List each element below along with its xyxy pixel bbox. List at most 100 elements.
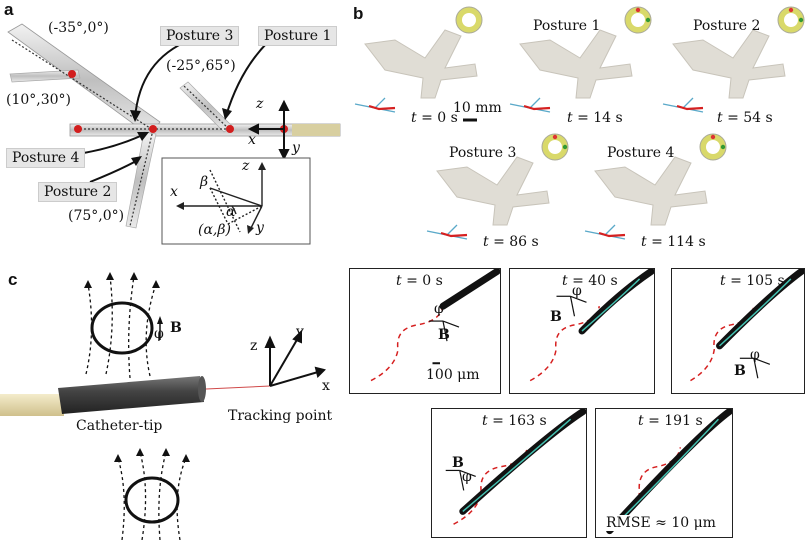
upper-coil <box>90 301 154 355</box>
panel-b: b Posture 1 Posture 2 Posture 3 Posture … <box>345 0 807 258</box>
lower-coil <box>124 476 180 524</box>
coil-ring-center <box>548 140 562 154</box>
vessel-sketch <box>509 97 551 113</box>
joint-dot <box>226 125 234 133</box>
d-frame-2: t = 105 s B φ <box>671 268 805 394</box>
ring-dot <box>552 134 558 140</box>
d-frame-0: t = 0 s B φ 100 μm <box>349 268 501 394</box>
frame-time: t = 0 s <box>396 273 443 289</box>
frame-time: t = 54 s <box>717 110 773 126</box>
phi-label: φ <box>434 301 444 317</box>
rmse-label: RMSE ≈ 10 μm <box>606 515 716 531</box>
posture2-dotted-line <box>129 129 154 227</box>
joint-dot <box>74 125 82 133</box>
arrow-posture2 <box>89 159 139 183</box>
d-frame-1: t = 40 s B φ <box>509 268 655 394</box>
vessel-phantom <box>519 29 633 99</box>
catheter-body <box>439 269 500 310</box>
vessel-phantom <box>594 156 708 226</box>
posture1-tag: Posture 1 <box>258 26 338 46</box>
target-path <box>529 306 601 382</box>
catheter-path-trace <box>368 104 396 111</box>
vessel-phantom <box>436 156 550 226</box>
phi-label: φ <box>462 469 472 485</box>
vessel-phantom <box>364 29 478 99</box>
field-arrow <box>569 296 576 317</box>
ring-dot <box>562 144 568 150</box>
catheter-body <box>578 269 654 335</box>
catheter-tip <box>58 376 204 414</box>
ring-dot <box>798 17 804 23</box>
tracked-trajectory <box>462 418 572 512</box>
inset-pair: (α,β) <box>198 222 231 238</box>
angle-inset-diagram <box>180 166 263 233</box>
axis-z-label: z <box>250 338 258 354</box>
joint-dot <box>68 70 76 78</box>
vessel-sketch <box>662 97 704 113</box>
field-arrow <box>753 357 771 365</box>
tracked-trajectory <box>581 278 641 332</box>
catheter-body <box>459 409 586 515</box>
posture3-tag: Posture 3 <box>160 26 240 46</box>
frame-time: t = 86 s <box>483 234 539 250</box>
posture2-tag: Posture 2 <box>38 182 118 202</box>
posture4-tag: Posture 4 <box>6 148 86 168</box>
tracked-trajectory <box>719 278 792 347</box>
field-arrow <box>459 469 476 478</box>
d-frame-3: t = 163 s B φ <box>431 408 587 538</box>
axis-y-label: y <box>296 324 304 340</box>
joint-dot <box>149 125 157 133</box>
tracking-line <box>205 385 271 390</box>
catheter-path-trace <box>598 231 626 238</box>
coil-ring-center <box>462 13 476 27</box>
vessel-sketch <box>354 97 396 113</box>
phi-label: φ <box>750 347 760 363</box>
axis-x-label: x <box>248 132 256 148</box>
panel-a-illustration <box>7 23 341 245</box>
panel-a: a (-35°,0°) (10°,30°) (-25°,65°) (75°,0°… <box>0 0 345 260</box>
tracking-point-label: Tracking point <box>228 408 333 424</box>
ring-dot <box>788 7 794 13</box>
coil-ring-center <box>631 13 645 27</box>
panel-d: d t = 0 s B φ 100 μm t = 40 s B φ t = 10… <box>345 262 807 540</box>
catheter-rod-end <box>292 124 340 136</box>
inset-z: z <box>242 158 250 174</box>
frame-time: t = 14 s <box>567 110 623 126</box>
d-frame-4: t = 191 s RMSE ≈ 10 μm <box>595 408 733 538</box>
inset-beta: β <box>200 174 209 190</box>
phi-label: φ <box>572 283 582 299</box>
catheter-tube <box>0 394 64 416</box>
catheter-tip-label: Catheter-tip <box>76 418 163 434</box>
posture3-dotted-line <box>11 39 151 129</box>
phi-label: φ <box>154 326 164 342</box>
coil-ring-center <box>706 140 720 154</box>
panel-a-label: a <box>4 0 14 19</box>
field-arrow <box>442 320 448 342</box>
coil-ring-center <box>784 13 798 27</box>
frame-time: t = 40 s <box>562 273 618 289</box>
frame-posture-label: Posture 2 <box>693 18 761 34</box>
vessel-phantom <box>672 29 786 99</box>
ring-dot <box>720 144 726 150</box>
scale-bar-label: 100 μm <box>426 367 480 383</box>
vessel-sketch <box>584 224 626 240</box>
upper-field-lines <box>85 275 157 379</box>
ring-dot <box>710 134 716 140</box>
panel-c-illustration <box>0 272 326 540</box>
frame-posture-label: Posture 3 <box>449 145 517 161</box>
posture-left-branch <box>9 69 81 83</box>
vessel-sketch <box>426 224 468 240</box>
field-arrow <box>570 295 587 303</box>
catheter-path-trace <box>440 231 468 238</box>
frame-time: t = 105 s <box>720 273 785 289</box>
field-b-label: B <box>438 327 450 343</box>
angle-label-top: (-35°,0°) <box>48 20 109 36</box>
frame-posture-label: Posture 4 <box>607 145 675 161</box>
panel-b-illustration <box>354 6 805 240</box>
axis-y-label: y <box>292 140 300 156</box>
scale-bar-label: 10 mm <box>453 100 502 116</box>
catheter-path-trace <box>523 104 551 111</box>
panel-c-label: c <box>8 270 18 289</box>
field-b-label: B <box>170 320 182 336</box>
frame-time: t = 191 s <box>638 413 703 429</box>
